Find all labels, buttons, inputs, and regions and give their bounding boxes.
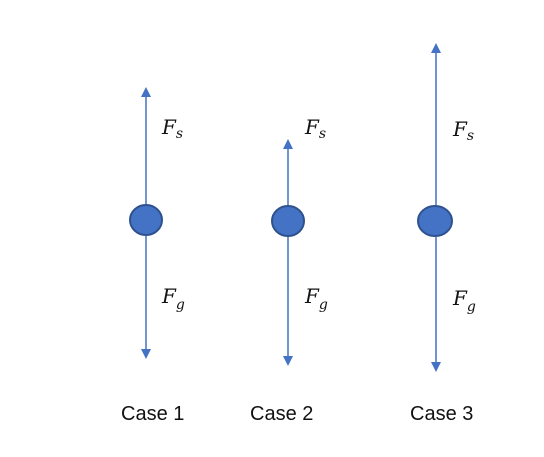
case-1-label: Case 1 xyxy=(121,403,184,425)
case-2-group: Fs Fg Case 2 xyxy=(250,115,328,425)
case-1-group: Fs Fg Case 1 xyxy=(121,87,185,425)
case-3-down-force-label: Fg xyxy=(452,286,476,315)
case-3-group: Fs Fg Case 3 xyxy=(410,43,476,425)
case-2-up-force-label: Fs xyxy=(304,115,326,142)
case-1-down-force-label: Fg xyxy=(161,284,185,313)
case-2-label: Case 2 xyxy=(250,403,313,425)
case-3-ball xyxy=(417,205,453,237)
case-2-ball xyxy=(271,205,305,237)
case-3-up-force-label: Fs xyxy=(452,117,474,144)
case-1-ball xyxy=(129,204,163,236)
case-1-up-force-label: Fs xyxy=(161,115,183,142)
case-3-label: Case 3 xyxy=(410,403,473,425)
case-2-down-force-label: Fg xyxy=(304,284,328,313)
